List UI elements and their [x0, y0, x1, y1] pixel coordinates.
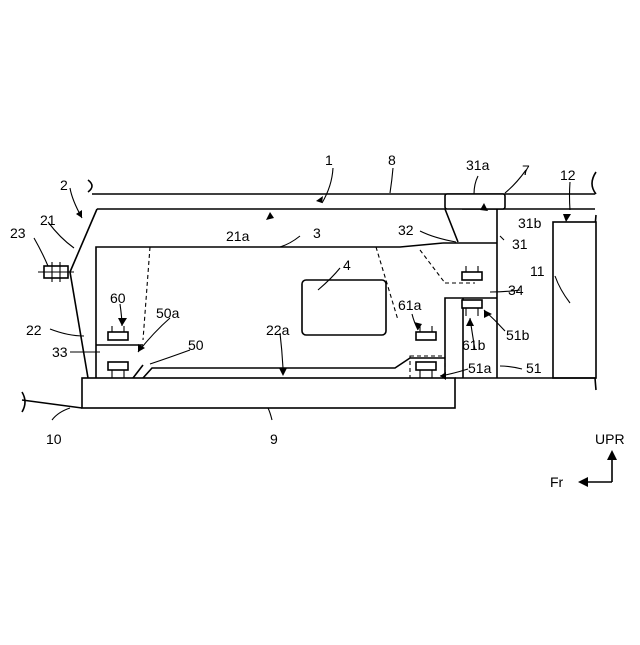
block-7	[445, 194, 505, 209]
label-60: 60	[110, 290, 126, 306]
ground-10	[22, 392, 82, 412]
case-3	[96, 243, 443, 378]
label-51: 51	[526, 360, 542, 376]
label-11: 11	[530, 263, 545, 279]
label-32: 32	[398, 222, 414, 238]
label-8: 8	[388, 152, 396, 168]
label-9: 9	[270, 431, 278, 447]
label-51a: 51a	[468, 360, 492, 376]
label-31: 31	[512, 236, 528, 252]
label-21a: 21a	[226, 228, 250, 244]
bolt-34	[462, 266, 482, 280]
label-31a: 31a	[466, 157, 490, 173]
bolt-51a	[416, 362, 436, 378]
label-51b: 51b	[506, 327, 530, 343]
label-34: 34	[508, 282, 524, 298]
label-21: 21	[40, 212, 56, 228]
label-33: 33	[52, 344, 68, 360]
label-4: 4	[343, 257, 351, 273]
bolt-60	[108, 326, 128, 340]
module-4	[302, 280, 386, 335]
label-7: 7	[522, 162, 530, 178]
axis-front-label: Fr	[550, 474, 564, 490]
label-23: 23	[10, 225, 26, 241]
label-10: 10	[46, 431, 62, 447]
label-22a: 22a	[266, 322, 290, 338]
bolt-23	[38, 262, 74, 282]
label-31b: 31b	[518, 215, 542, 231]
bolt-51b	[462, 300, 482, 316]
label-61b: 61b	[462, 337, 486, 353]
floor-22a	[133, 358, 445, 378]
label-61a: 61a	[398, 297, 422, 313]
label-50: 50	[188, 337, 204, 353]
label-1: 1	[325, 152, 333, 168]
label-2: 2	[60, 177, 68, 193]
bolt-50	[108, 362, 128, 378]
member-11	[553, 222, 596, 378]
direction-indicator	[578, 450, 617, 487]
base-plate-9	[82, 378, 455, 408]
label-22: 22	[26, 322, 42, 338]
label-50a: 50a	[156, 305, 180, 321]
label-3: 3	[313, 225, 321, 241]
axis-up-label: UPR	[595, 431, 625, 447]
label-12: 12	[560, 167, 576, 183]
